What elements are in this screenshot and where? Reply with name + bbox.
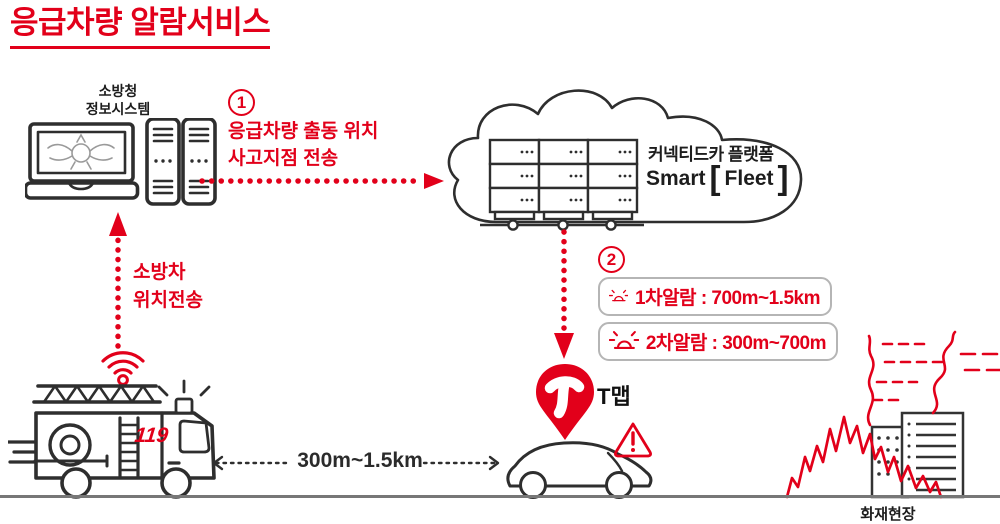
alarm-box-2: 2차알람 : 300m~700m: [598, 322, 838, 361]
smart-fleet-brand: Smart [ Fleet ]: [646, 159, 789, 196]
fire-scene-label: 화재현장: [860, 506, 916, 523]
ground-line: [0, 495, 1000, 498]
siren-icon: [609, 289, 629, 302]
tmap-label: T맵: [597, 384, 631, 409]
fire-dept-emblem-icon: [47, 133, 115, 170]
connected-car-cloud-icon: [447, 89, 803, 231]
step-2-badge: 2: [598, 246, 625, 273]
brand-bracket-close: ]: [777, 159, 789, 196]
arrow-truck-up-icon: [109, 212, 127, 349]
page-title: 응급차량 알람서비스: [10, 5, 271, 50]
distance-arrow-icon: [212, 455, 500, 471]
alarm-box-1: 1차알람 : 700m~1.5km: [598, 277, 832, 316]
brand-smart: Smart: [646, 167, 706, 191]
wifi-signal-icon: [101, 351, 145, 386]
truck-transmit-text: 소방차 위치전송: [133, 262, 203, 311]
fire-dept-computer-icon: [25, 118, 217, 206]
arrow-to-cloud-icon: [199, 173, 444, 189]
siren-icon: [609, 331, 639, 350]
step-1-text: 응급차량 출동 위치 사고지점 전송: [228, 121, 379, 169]
cloud-platform-label: 커넥티드카 플랫폼: [648, 145, 774, 164]
warning-triangle-icon: [614, 422, 652, 458]
distance-label: 300m~1.5km: [297, 449, 423, 472]
smoke: [866, 330, 1000, 427]
cloud-server-dots: [520, 150, 632, 202]
brand-fleet: Fleet: [724, 167, 774, 191]
tmap-pin-icon: [536, 364, 594, 440]
fire-scene-icon: [785, 330, 1000, 499]
arrow-to-tmap-icon: [554, 229, 574, 359]
fire-dept-system-label: 소방청 정보시스템: [85, 83, 151, 118]
brand-bracket-open: [: [709, 159, 721, 196]
alarm-2-label: 2차알람 : 300m~700m: [645, 333, 827, 354]
server-dots: [154, 159, 208, 163]
cloud-server-grid: [488, 138, 639, 221]
step-1-badge: 1: [228, 89, 255, 116]
alarm-1-label: 1차알람 : 700m~1.5km: [635, 288, 820, 309]
fire-truck-icon: 119: [8, 379, 216, 499]
truck-number: 119: [133, 424, 169, 447]
building-windows-lines: [916, 422, 956, 492]
flames: [785, 415, 943, 499]
